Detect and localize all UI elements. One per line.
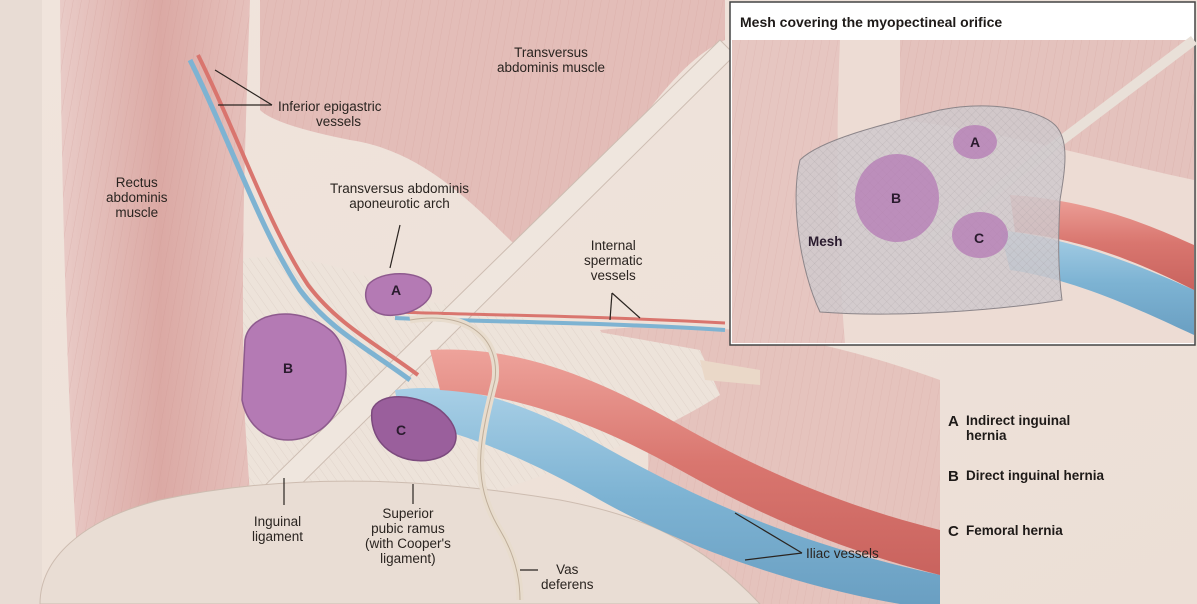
legend-item-a: A Indirect inguinal hernia [948, 413, 1178, 455]
label-iliac-vessels: Iliac vessels [806, 546, 879, 561]
hernia-b-label: B [283, 360, 293, 376]
legend-text: Femoral hernia [966, 523, 1146, 538]
legend-letter: C [948, 523, 959, 540]
hernia-a-label: A [391, 282, 401, 298]
legend-letter: A [948, 413, 959, 430]
hernia-c-label: C [396, 422, 406, 438]
legend-text: Indirect inguinal hernia [966, 413, 1106, 443]
inset-letter-a: A [970, 134, 980, 150]
legend: A Indirect inguinal hernia B Direct ingu… [948, 413, 1178, 578]
inset-letter-c: C [974, 230, 984, 246]
legend-item-b: B Direct inguinal hernia [948, 468, 1178, 510]
direct-hernia-region [242, 314, 346, 440]
legend-text: Direct inguinal hernia [966, 468, 1106, 483]
inset-title: Mesh covering the myopectineal orifice [740, 14, 1002, 30]
inset-letter-b: B [891, 190, 901, 206]
inset-mesh-label: Mesh [808, 234, 843, 249]
legend-item-c: C Femoral hernia [948, 523, 1178, 565]
left-edge-tissue [0, 0, 42, 604]
legend-letter: B [948, 468, 959, 485]
